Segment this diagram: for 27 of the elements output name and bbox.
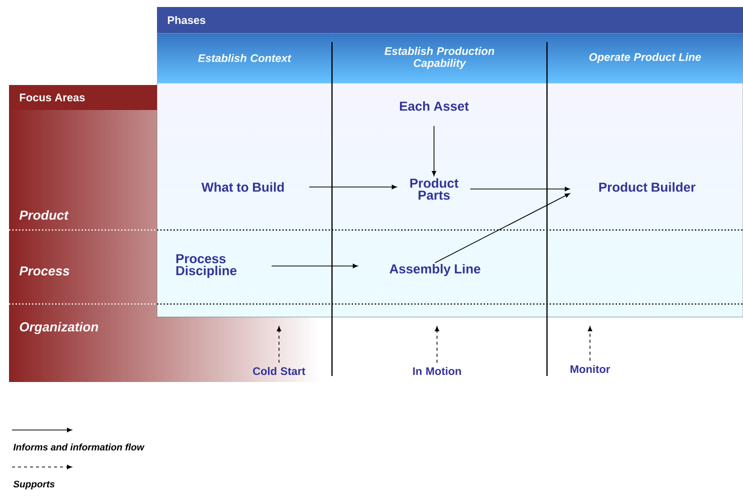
concept-label: Product Parts — [410, 178, 458, 200]
arrow — [434, 193, 570, 264]
concept-label: Each Asset — [400, 101, 469, 111]
legend-text: Informs and information flow — [13, 444, 145, 450]
arrow — [276, 326, 282, 364]
arrow — [470, 186, 570, 192]
phase-header: Establish Context — [198, 54, 292, 62]
phase-header: Establish Production Capability — [384, 46, 494, 70]
milestone-label: In Motion — [413, 366, 461, 376]
arrow — [308, 184, 397, 190]
arrow — [432, 126, 436, 176]
arrow — [588, 326, 592, 362]
phase-header: Operate Product Line — [589, 52, 701, 64]
row-label: Organization — [20, 322, 98, 334]
concept-label: Process Discipline — [176, 254, 236, 278]
legend-text: Supports — [13, 480, 55, 490]
arrow — [271, 264, 358, 268]
milestone-label: Cold Start — [253, 366, 306, 376]
milestone-label: Monitor — [570, 364, 610, 374]
row-label: Product — [19, 210, 69, 220]
arrow — [434, 326, 440, 364]
concept-label: Assembly Line — [390, 264, 480, 276]
concept-label: Product Builder — [599, 182, 696, 192]
phases-header-bar: Phases — [157, 7, 743, 33]
row-label: Process — [19, 266, 70, 276]
focus-areas-header: Focus Areas — [9, 85, 157, 110]
concept-label: What to Build — [201, 182, 284, 192]
